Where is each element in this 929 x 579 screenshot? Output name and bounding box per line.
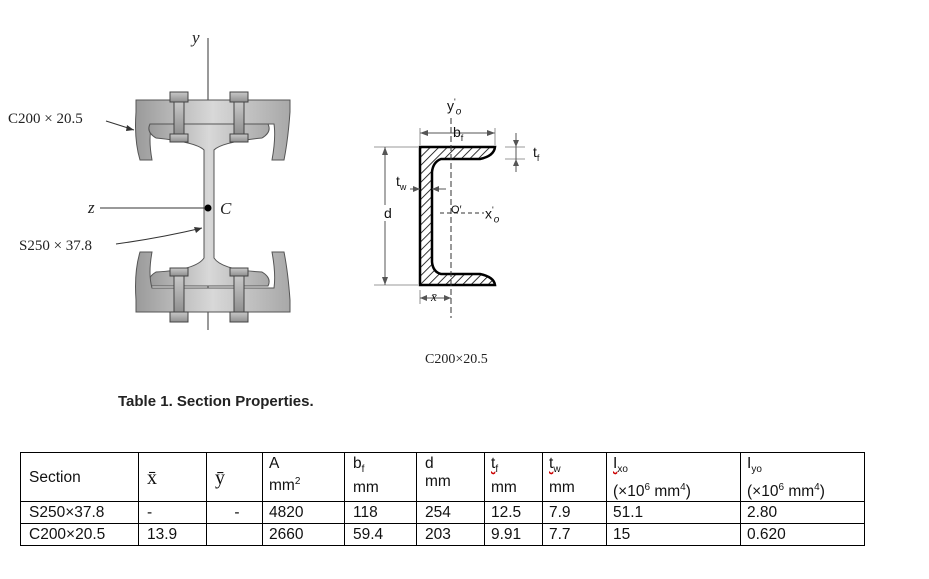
table-header-row: Section x̄ ȳ A mm2 bf mm d mm tf mm tw m… [20, 451, 865, 503]
table-row: S250×37.8 - - 4820 118 254 12.5 7.9 51.1… [20, 501, 865, 525]
header-bf: bf mm [344, 451, 417, 503]
centroid-dot [204, 204, 212, 212]
cell-bf: 118 [344, 501, 417, 525]
tw-label: tw [396, 173, 407, 192]
channel-section-figure [374, 118, 525, 318]
header-iyo: Iyo (×106 mm4) [740, 451, 865, 503]
origin-label: O′ [451, 204, 462, 216]
header-xbar: x̄ [138, 451, 207, 503]
beam-leader [115, 227, 203, 245]
table-row: C200×20.5 13.9 2660 59.4 203 9.91 7.7 15… [20, 523, 865, 547]
cell-tw: 7.7 [542, 523, 607, 547]
header-d: d mm [416, 451, 485, 503]
bolts-bottom [169, 267, 249, 323]
channel-hatched-shape [418, 145, 497, 287]
header-ixo: Ixo (×106 mm4) [606, 451, 741, 503]
bf-label: bf [453, 124, 464, 143]
d-label: d [383, 205, 393, 221]
beam-section-label: S250 × 37.8 [19, 238, 93, 254]
cell-area: 4820 [262, 501, 345, 525]
cell-d: 254 [416, 501, 485, 525]
cell-d: 203 [416, 523, 485, 547]
centroid-label: C [220, 199, 232, 218]
z-axis-label: z [88, 198, 95, 217]
cell-ixo: 15 [606, 523, 741, 547]
cell-tf: 9.91 [484, 523, 543, 547]
cell-tf: 12.5 [484, 501, 543, 525]
header-section: Section [20, 451, 139, 503]
bolts-top [169, 91, 249, 143]
cell-xbar: 13.9 [138, 523, 207, 547]
header-tw: tw mm [542, 451, 607, 503]
cell-bf: 59.4 [344, 523, 417, 547]
tf-label: tf [533, 144, 540, 163]
cell-iyo: 0.620 [740, 523, 865, 547]
x-prime-axis-label: x'o [485, 205, 500, 226]
cell-iyo: 2.80 [740, 501, 865, 525]
y-axis-label: y [192, 28, 200, 47]
header-ybar: ȳ [206, 451, 263, 503]
cell-ixo: 51.1 [606, 501, 741, 525]
cell-section: C200×20.5 [20, 523, 139, 547]
cell-section: S250×37.8 [20, 501, 139, 525]
cell-xbar: - [138, 501, 207, 525]
cell-ybar [206, 523, 263, 547]
built-up-section-figure [100, 38, 291, 330]
cell-area: 2660 [262, 523, 345, 547]
header-tf: tf mm [484, 451, 543, 503]
xbar-label: x̄ [431, 289, 437, 304]
header-area: A mm2 [262, 451, 345, 503]
section-properties-table: Section x̄ ȳ A mm2 bf mm d mm tf mm tw m… [20, 451, 865, 547]
y-prime-axis-label: y'o [447, 97, 462, 118]
channel-section-label: C200 × 20.5 [8, 111, 83, 127]
cell-tw: 7.9 [542, 501, 607, 525]
table-title: Table 1. Section Properties. [118, 393, 314, 410]
cell-ybar: - [206, 501, 263, 525]
channel-caption: C200×20.5 [425, 352, 488, 367]
